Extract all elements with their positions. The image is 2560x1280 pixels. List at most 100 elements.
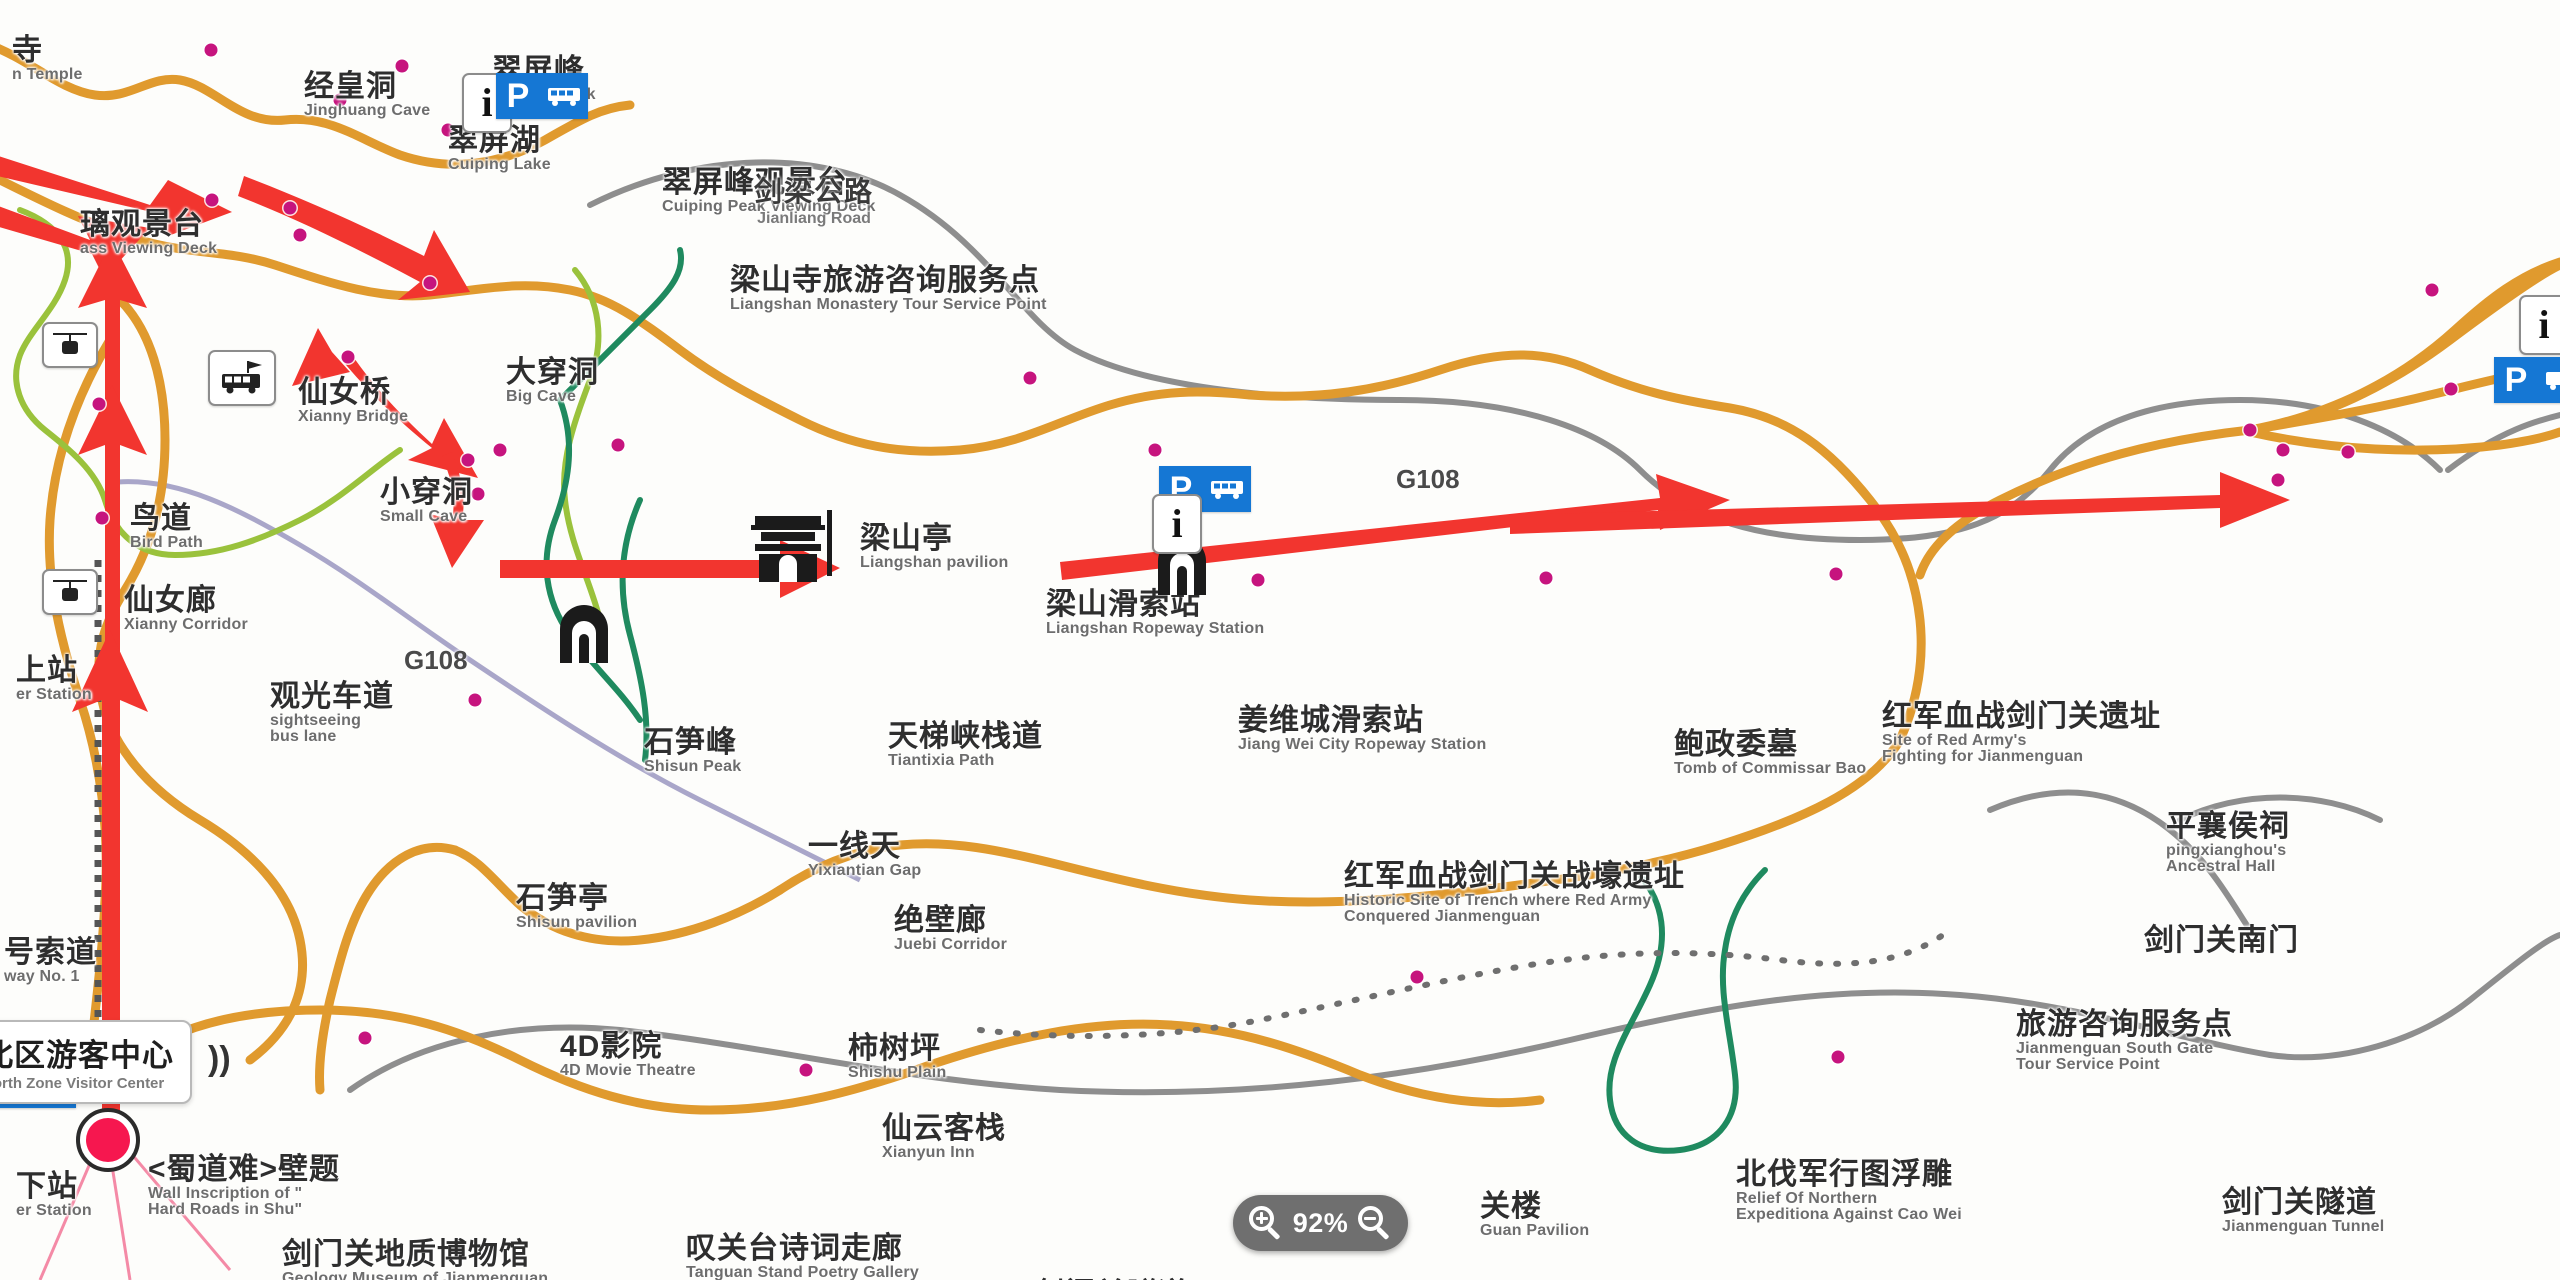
location-dot-icon (461, 453, 475, 467)
poi-label-en: n Temple (12, 65, 83, 83)
poi-label-en: Geology Museum of Jianmenguan (282, 1269, 549, 1280)
poi-label-cn: 寺 (12, 34, 43, 67)
poi-label-en: Tomb of Commissar Bao (1674, 759, 1867, 777)
location-dot-icon (493, 443, 507, 457)
poi-label-en: Jiang Wei City Ropeway Station (1238, 735, 1487, 753)
poi-label-cn: 经皇洞 (304, 70, 397, 103)
road-label-cn: 剑梁公路 (753, 176, 875, 207)
poi-label-cn: 柿树坪 (848, 1032, 941, 1065)
location-dot-icon (1831, 1050, 1845, 1064)
zoom-control[interactable]: 92% (1233, 1195, 1408, 1251)
location-dot-icon (293, 228, 307, 242)
poi-label-en: Shishu Plain (848, 1063, 947, 1081)
poi-label-en: Bird Path (130, 533, 203, 551)
location-dot-icon (2341, 445, 2355, 459)
location-dot-icon (2243, 423, 2257, 437)
poi-label-cn: 仙云客栈 (882, 1112, 1006, 1145)
poi-label-cn: 石笋峰 (644, 726, 737, 759)
location-dot-icon (468, 693, 482, 707)
parking-bus-badge-hande[interactable]: P (2494, 357, 2560, 403)
dotted-trail (977, 927, 1953, 1039)
poi-label-en: Jianmenguan Tunnel (2222, 1217, 2385, 1235)
poi-label-cn: 石笋亭 (516, 882, 609, 915)
location-dot-icon (2444, 382, 2458, 396)
wall-inscription-cn: <蜀道难>壁题 (148, 1153, 341, 1186)
poi-label-cn: 璃观景台 (80, 208, 204, 241)
parking-bus-badge-liangshan[interactable]: P (496, 73, 588, 119)
poi-label-cn: 姜维城滑索站 (1238, 704, 1424, 737)
poi-label-cn: 叹关台诗词走廊 (686, 1232, 903, 1265)
zoom-level-value: 92% (1292, 1207, 1349, 1238)
poi-label-cn: 剑门关地质博物馆 (282, 1238, 530, 1271)
current-location-pin-icon[interactable] (76, 1108, 140, 1172)
bus-icon (1203, 466, 1251, 512)
poi-label-cn: 下站 (16, 1170, 78, 1203)
location-dot-icon (2276, 443, 2290, 457)
poi-label-cn: 4D影院 (560, 1030, 663, 1063)
cable-car-icon-lower[interactable] (42, 569, 98, 615)
poi-label-cn: 号索道 (4, 936, 97, 969)
poi-label-en: Tiantixia Path (888, 751, 995, 769)
poi-label-cn: 北伐军行图浮雕 (1736, 1158, 1953, 1191)
poi-label-en: Juebi Corridor (894, 935, 1008, 953)
visitor-center-name-en: North Zone Visitor Center (0, 1075, 165, 1092)
poi-label-cn: 绝壁廊 (894, 904, 987, 937)
poi-label-en: Cuiping Lake (448, 155, 551, 173)
poi-label-en: Big Cave (506, 387, 577, 405)
visitor-center-callout[interactable]: 北区游客中心 North Zone Visitor Center (0, 1020, 192, 1104)
cable-car-icon-upper[interactable] (42, 322, 98, 368)
magnifier-minus-icon[interactable] (1357, 1206, 1392, 1240)
sightseeing-bus-stop-icon[interactable] (208, 350, 276, 406)
location-dot-icon (441, 123, 455, 137)
poi-label-en: Shisun Peak (644, 757, 742, 775)
location-dot-icon (2425, 283, 2439, 297)
poi-label-en: Small Cave (380, 507, 468, 525)
poi-label-en: Xianyun Inn (882, 1143, 975, 1161)
information-icon-hande[interactable]: i (2519, 295, 2560, 355)
wall-inscription-label: <蜀道难>壁题 Wall Inscription of "Hard Roads … (148, 1153, 341, 1219)
information-icon-southgate[interactable]: i (1152, 494, 1202, 554)
poi-label-en: Liangshan pavilion (860, 553, 1009, 571)
location-dot-icon (1148, 443, 1162, 457)
poi-label-en: Cuiping Peak Viewing Deck (662, 197, 876, 215)
poi-label-en: Liangshan Ropeway Station (1046, 619, 1265, 637)
poi-label-cn: 仙女桥 (298, 376, 391, 409)
bus-icon (540, 73, 588, 119)
road-label-en: Jianliang Road (757, 210, 871, 227)
poi-label-en: Tanguan Stand Poetry Gallery (686, 1263, 919, 1280)
poi-label-cn: 梁山寺旅游咨询服务点 (730, 264, 1040, 297)
location-dot-icon (204, 43, 218, 57)
location-dot-icon (283, 201, 297, 215)
parking-icon: P (2494, 357, 2538, 403)
poi-label-en: way No. 1 (4, 967, 80, 985)
magnifier-plus-icon[interactable] (1249, 1206, 1283, 1240)
parking-icon: P (496, 73, 540, 119)
poi-label-en: Xianny Bridge (298, 407, 409, 425)
poi-label-cn: 一线天 (808, 830, 901, 863)
gate-tower-icon (749, 506, 835, 584)
road-code-g108-left: G108 (404, 645, 468, 675)
